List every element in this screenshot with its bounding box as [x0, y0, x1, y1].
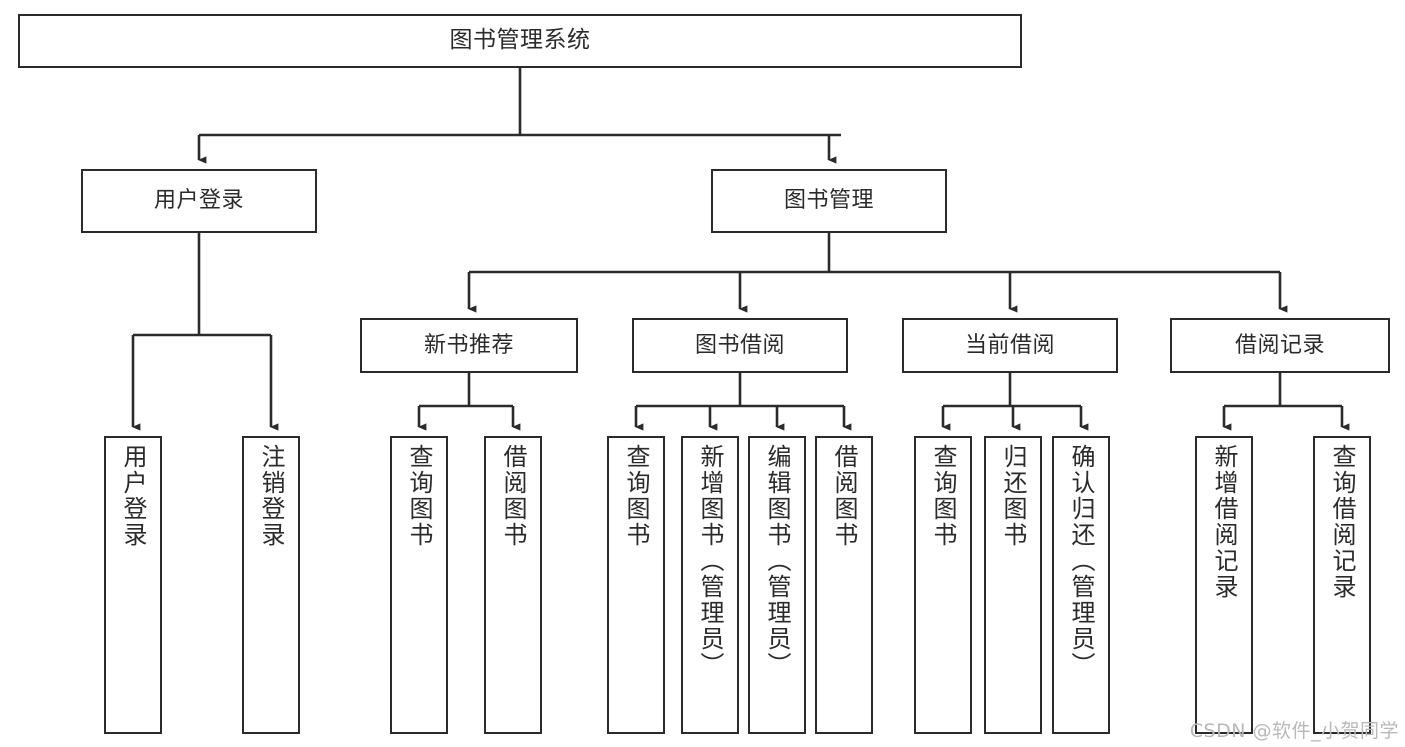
node-leaf-add-borrow-record[interactable]: 新增借阅记录	[1195, 436, 1253, 734]
node-user-login[interactable]: 用户登录	[81, 169, 317, 233]
node-root[interactable]: 图书管理系统	[18, 14, 1022, 68]
node-label: 查询图书	[929, 444, 957, 548]
node-leaf-user-login[interactable]: 用户登录	[104, 436, 162, 734]
node-label: 查询借阅记录	[1328, 444, 1356, 600]
node-label: 确认归还（管理员）	[1067, 444, 1095, 678]
node-label: 查询图书	[405, 444, 433, 548]
node-label: 新增图书（管理员）	[696, 444, 724, 678]
node-leaf-query-book-borrow[interactable]: 查询图书	[607, 436, 665, 734]
node-label: 新增借阅记录	[1210, 444, 1238, 600]
node-label: 注销登录	[257, 444, 285, 548]
node-label: 查询图书	[622, 444, 650, 548]
node-label: 图书管理系统	[449, 27, 591, 54]
node-label: 归还图书	[999, 444, 1027, 548]
node-label: 当前借阅	[964, 332, 1055, 358]
node-label: 借阅图书	[499, 444, 527, 548]
node-leaf-add-book-admin[interactable]: 新增图书（管理员）	[681, 436, 739, 734]
node-leaf-edit-book-admin[interactable]: 编辑图书（管理员）	[748, 436, 806, 734]
node-leaf-return-book[interactable]: 归还图书	[984, 436, 1042, 734]
node-label: 借阅图书	[830, 444, 858, 548]
node-label: 编辑图书（管理员）	[763, 444, 791, 678]
node-leaf-confirm-return-admin[interactable]: 确认归还（管理员）	[1052, 436, 1110, 734]
node-leaf-logout[interactable]: 注销登录	[242, 436, 300, 734]
node-leaf-borrow-book[interactable]: 借阅图书	[815, 436, 873, 734]
node-borrow-record[interactable]: 借阅记录	[1170, 318, 1390, 373]
node-label: 用户登录	[119, 444, 147, 548]
node-label: 借阅记录	[1234, 332, 1325, 358]
node-new-book-recommend[interactable]: 新书推荐	[360, 318, 578, 373]
node-book-borrow[interactable]: 图书借阅	[632, 318, 848, 373]
node-label: 图书借阅	[694, 332, 785, 358]
node-label: 新书推荐	[423, 332, 514, 358]
node-leaf-query-borrow-record[interactable]: 查询借阅记录	[1313, 436, 1371, 734]
node-leaf-borrow-book-recommend[interactable]: 借阅图书	[484, 436, 542, 734]
node-label: 用户登录	[153, 188, 244, 214]
node-leaf-query-book-recommend[interactable]: 查询图书	[390, 436, 448, 734]
node-book-management[interactable]: 图书管理	[711, 169, 947, 233]
node-leaf-query-book-current[interactable]: 查询图书	[914, 436, 972, 734]
watermark-text: CSDN @软件_小贺同学	[1189, 720, 1399, 742]
node-label: 图书管理	[783, 188, 874, 214]
node-current-borrow[interactable]: 当前借阅	[902, 318, 1118, 373]
